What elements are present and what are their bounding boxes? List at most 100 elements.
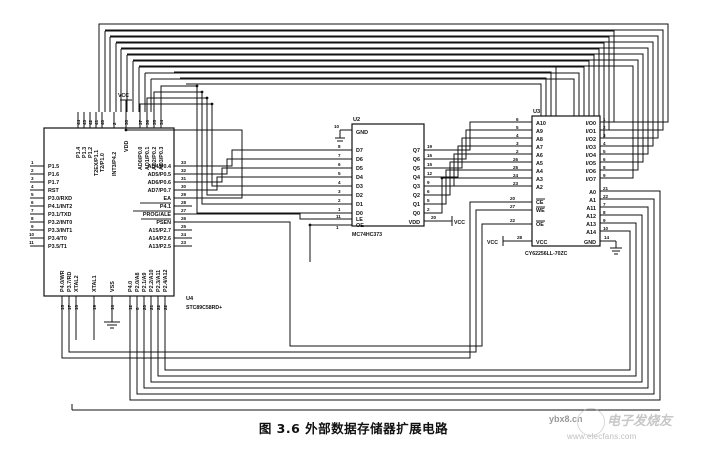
svg-text:10: 10 bbox=[334, 124, 340, 129]
svg-text:3: 3 bbox=[603, 133, 606, 138]
xtal-stubs bbox=[75, 312, 95, 340]
mcu-bottom-pin-stubs bbox=[61, 296, 166, 312]
svg-text:35: 35 bbox=[152, 119, 157, 125]
svg-text:EA: EA bbox=[164, 196, 172, 202]
svg-text:20: 20 bbox=[510, 196, 516, 201]
svg-text:26: 26 bbox=[181, 216, 187, 221]
svg-text:22: 22 bbox=[603, 194, 609, 199]
mcu-ref: U4 bbox=[186, 296, 194, 302]
mcu-left-labels: P1.5 P1.6 P1.7 RST P3.0/RXD P4.1/INT2 P3… bbox=[48, 164, 72, 250]
mcu-part: STC89C58RD+ bbox=[186, 305, 222, 311]
svg-text:7: 7 bbox=[31, 208, 34, 213]
svg-text:3: 3 bbox=[516, 141, 519, 146]
figure-caption: 图 3.6 外部数据存储器扩展电路 bbox=[258, 421, 449, 436]
svg-text:T2EX/P1.1: T2EX/P1.1 bbox=[94, 150, 100, 176]
svg-text:7: 7 bbox=[338, 153, 341, 158]
latch-q-to-sram-addr bbox=[434, 121, 522, 214]
mcu-right-pins bbox=[174, 165, 192, 247]
svg-text:A13: A13 bbox=[586, 222, 596, 228]
mcu-bottom-labels: P4.0/WR P3.7/RD XTAL2 XTAL1 VSS P4.0 P2.… bbox=[60, 270, 169, 292]
latch-gnd-label: GND bbox=[356, 130, 368, 136]
svg-text:P1.6: P1.6 bbox=[48, 172, 59, 178]
svg-text:23: 23 bbox=[513, 181, 519, 186]
svg-text:11: 11 bbox=[336, 214, 341, 219]
svg-text:43: 43 bbox=[82, 119, 87, 125]
svg-text:LE: LE bbox=[356, 217, 363, 223]
svg-text:WE: WE bbox=[536, 208, 545, 214]
svg-text:42: 42 bbox=[88, 119, 93, 125]
top-address-bus bbox=[105, 30, 615, 186]
sram-io-return-bus bbox=[98, 23, 669, 179]
sram-part: CY62256LL-70ZC bbox=[525, 251, 568, 257]
chip-mcu-u4: U4 STC89C58RD+ P1.4 P1.3 P1.2 T2EX/P1.1 … bbox=[29, 112, 222, 312]
svg-text:A6: A6 bbox=[536, 153, 543, 159]
svg-text:2: 2 bbox=[338, 198, 341, 203]
svg-text:AD1/P0.1: AD1/P0.1 bbox=[145, 147, 151, 170]
svg-text:P4.0/WR: P4.0/WR bbox=[60, 270, 66, 292]
svg-text:P2.4/A12: P2.4/A12 bbox=[163, 270, 169, 292]
svg-text:I/O3: I/O3 bbox=[586, 145, 596, 151]
svg-text:I/O6: I/O6 bbox=[586, 169, 596, 175]
svg-text:5: 5 bbox=[516, 125, 519, 130]
mcu-right-labels: AD4/P0.4 AD5/P0.5 AD6/P0.6 AD7/P0.7 EA P… bbox=[133, 164, 171, 250]
svg-text:10: 10 bbox=[29, 232, 35, 237]
svg-text:P2.2/A10: P2.2/A10 bbox=[149, 270, 155, 292]
svg-text:6: 6 bbox=[338, 162, 341, 167]
svg-text:41: 41 bbox=[94, 119, 99, 125]
svg-text:5: 5 bbox=[427, 198, 430, 203]
svg-text:Q5: Q5 bbox=[413, 166, 420, 172]
svg-text:38: 38 bbox=[124, 119, 129, 125]
svg-text:P1.2: P1.2 bbox=[88, 147, 94, 158]
svg-text:33: 33 bbox=[181, 160, 187, 165]
svg-text:Q6: Q6 bbox=[413, 157, 420, 163]
sram-addr-left: A10 A9 A8 A7 A6 A5 A4 A3 A2 6 5 4 3 2 26 bbox=[513, 117, 546, 191]
svg-text:P2.1/A9: P2.1/A9 bbox=[142, 273, 148, 292]
svg-text:5: 5 bbox=[603, 149, 606, 154]
svg-text:P3.5/T1: P3.5/T1 bbox=[48, 244, 67, 250]
svg-text:4: 4 bbox=[31, 184, 34, 189]
bottom-return-bus bbox=[250, 190, 661, 401]
svg-text:25: 25 bbox=[513, 165, 519, 170]
svg-text:D1: D1 bbox=[356, 202, 363, 208]
svg-text:11: 11 bbox=[29, 240, 34, 245]
mcu-top-bus-drops bbox=[104, 31, 152, 112]
svg-text:INT3/P4.2: INT3/P4.2 bbox=[112, 152, 118, 176]
svg-text:VDD: VDD bbox=[409, 220, 420, 226]
svg-text:21: 21 bbox=[603, 186, 609, 191]
svg-text:23: 23 bbox=[181, 240, 187, 245]
svg-text:P1.5: P1.5 bbox=[48, 164, 59, 170]
svg-text:P3.7/RD: P3.7/RD bbox=[67, 272, 73, 292]
svg-text:29: 29 bbox=[181, 192, 187, 197]
svg-text:31: 31 bbox=[181, 176, 187, 181]
watermark: ybx8.cn 电子发烧友 www.elecfans.com bbox=[549, 408, 699, 448]
svg-text:9: 9 bbox=[603, 218, 606, 223]
svg-text:P4.1: P4.1 bbox=[160, 204, 171, 210]
latch-control-pins: LE OE 11 1 bbox=[336, 214, 364, 230]
svg-text:D6: D6 bbox=[356, 157, 363, 163]
svg-text:A14/P2.6: A14/P2.6 bbox=[149, 236, 171, 242]
ea-tie bbox=[126, 129, 243, 199]
vcc-label-sram: VCC bbox=[487, 240, 498, 246]
svg-text:D5: D5 bbox=[356, 166, 363, 172]
svg-text:T2/P1.0: T2/P1.0 bbox=[100, 153, 106, 172]
svg-text:A13/P2.5: A13/P2.5 bbox=[149, 244, 171, 250]
svg-text:D2: D2 bbox=[356, 193, 363, 199]
svg-text:27: 27 bbox=[510, 204, 516, 209]
vcc-label-latch: VCC bbox=[454, 220, 465, 226]
svg-text:A8: A8 bbox=[536, 137, 543, 143]
latch-d-inputs: D7 D6 D5 D4 D3 D2 D1 D0 8 7 6 5 4 3 2 1 bbox=[338, 144, 363, 217]
vcc-symbol-mcu: VCC bbox=[118, 93, 132, 112]
svg-text:1: 1 bbox=[336, 225, 339, 230]
svg-text:I/O5: I/O5 bbox=[586, 161, 596, 167]
svg-text:20: 20 bbox=[431, 215, 437, 220]
svg-text:26: 26 bbox=[513, 157, 519, 162]
svg-text:PROG/ALE: PROG/ALE bbox=[143, 212, 172, 218]
svg-text:2: 2 bbox=[516, 149, 519, 154]
svg-text:A12: A12 bbox=[586, 214, 596, 220]
svg-text:6: 6 bbox=[427, 189, 430, 194]
svg-text:XTAL1: XTAL1 bbox=[92, 275, 98, 292]
svg-text:OE: OE bbox=[356, 223, 364, 229]
svg-text:AD7/P0.7: AD7/P0.7 bbox=[148, 188, 171, 194]
svg-text:D4: D4 bbox=[356, 175, 363, 181]
